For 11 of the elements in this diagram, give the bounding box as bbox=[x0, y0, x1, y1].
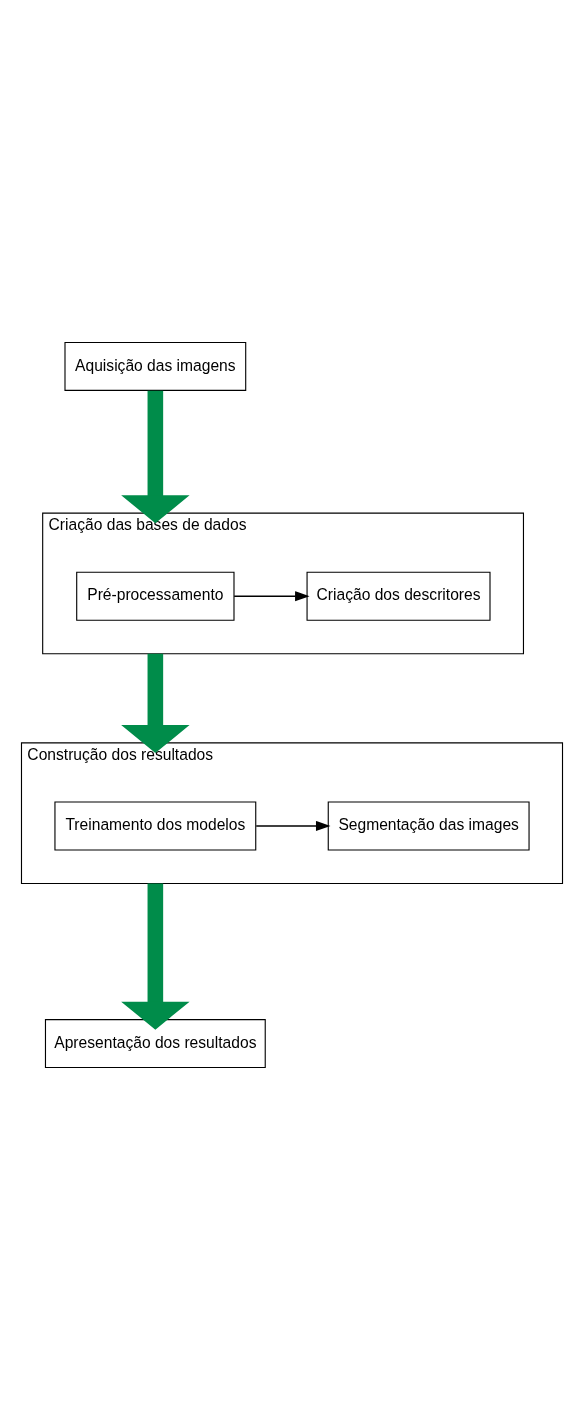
node-box: Treinamento dos modelos bbox=[54, 801, 257, 851]
node-box: Criação dos descritores bbox=[306, 571, 491, 621]
arrow bbox=[255, 820, 331, 831]
node-box: Aquisição das imagens bbox=[64, 341, 247, 391]
arrow bbox=[121, 653, 190, 753]
node-box: Segmentação das images bbox=[327, 801, 530, 851]
node-box: Apresentação dos resultados bbox=[44, 1018, 266, 1068]
arrow bbox=[233, 590, 310, 601]
arrow bbox=[121, 883, 190, 1030]
arrow bbox=[121, 390, 190, 523]
node-box: Pré-processamento bbox=[76, 571, 235, 621]
